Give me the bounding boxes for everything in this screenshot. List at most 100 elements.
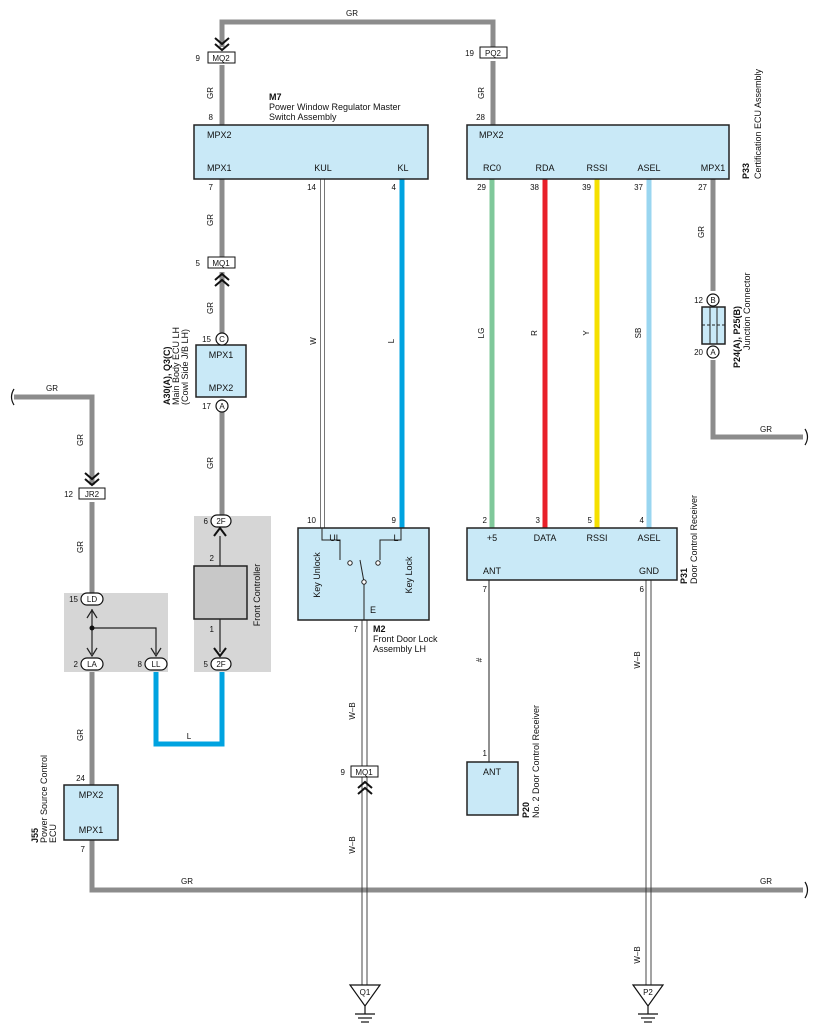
connector-pq2-label: PQ2 <box>485 49 502 58</box>
ground-q1-label: Q1 <box>360 988 371 997</box>
junction-splice-dot <box>89 625 95 631</box>
m7-pin-mpx2: 8 <box>209 113 214 122</box>
m2-key-lock: Key Lock <box>404 556 414 594</box>
wire-label-w: W <box>309 337 318 345</box>
p31-asel: ASEL <box>637 533 660 543</box>
wire-label-gr: GR <box>181 877 193 886</box>
j55-mpx1: MPX1 <box>79 825 104 835</box>
p31-pin-data: 3 <box>536 516 541 525</box>
p33-name: Certification ECU Assembly <box>753 68 763 179</box>
fc-top-pin: 6 <box>204 517 209 526</box>
m2-switch <box>321 528 402 620</box>
front-controller-box <box>193 565 248 620</box>
p33-box <box>466 124 730 180</box>
m7-pin-kl: 4 <box>392 183 397 192</box>
m7-code: M7 <box>269 92 282 102</box>
wire-label-gr: GR <box>760 425 772 434</box>
wire-label-y: Y <box>582 330 591 336</box>
wire-label-gr: GR <box>206 214 215 226</box>
a30-pin-bot: 17 <box>202 402 211 411</box>
p33-code: P33 <box>741 163 751 179</box>
p31-gnd: GND <box>639 566 660 576</box>
p20-code: P20 <box>521 802 531 818</box>
fc-top-arrow <box>213 526 227 537</box>
wire-label-gr: GR <box>697 226 706 238</box>
junction-internal <box>86 608 162 658</box>
wire-label-wb: W–B <box>633 651 642 668</box>
connector-chevrons <box>84 37 373 795</box>
p24-pin-bot-conn: A <box>710 348 716 357</box>
j55-pin-mpx2: 24 <box>76 774 85 783</box>
connector-mq1-bottom-label: MQ1 <box>355 768 373 777</box>
jb-ll: LL <box>152 660 161 669</box>
fc-top-conn: 2F <box>216 517 225 526</box>
a30-name-line2: (Cowl Side J/B LH) <box>180 329 190 405</box>
connector-mq1-pin: 5 <box>196 259 201 268</box>
wire-label-gr: GR <box>206 302 215 314</box>
connector-mq1-bottom-pin: 9 <box>341 768 346 777</box>
m2-pin-ul: 10 <box>307 516 316 525</box>
wire-label-gr: GR <box>760 877 772 886</box>
connector-jr2-label: JR2 <box>85 490 100 499</box>
junction-connector <box>701 306 726 345</box>
p31-name: Door Control Receiver <box>689 495 699 584</box>
m7-kl: KL <box>397 163 408 173</box>
wire-label-gr: GR <box>76 434 85 446</box>
jb-la: LA <box>87 660 97 669</box>
p33-pin-mpx1: 27 <box>698 183 707 192</box>
wire-label-gr: GR <box>206 457 215 469</box>
gr-wires <box>14 19 803 893</box>
p31-box <box>466 527 678 581</box>
p31-pin-p5: 2 <box>483 516 488 525</box>
m2-pin-l: 9 <box>392 516 397 525</box>
p33-mpx2: MPX2 <box>479 130 504 140</box>
p33-rc0: RC0 <box>483 163 501 173</box>
ground-q1 <box>348 984 382 1023</box>
m7-mpx2: MPX2 <box>207 130 232 140</box>
p24-pin-top-conn: B <box>710 296 715 305</box>
p20-pin-ant: 1 <box>483 749 488 758</box>
m7-pin-kul: 14 <box>307 183 316 192</box>
front-controller-name: Front Controller <box>252 564 262 627</box>
jb-ld: LD <box>87 595 97 604</box>
a30-code: A30(A), Q3(C) <box>162 346 172 405</box>
p31-ant: ANT <box>483 566 502 576</box>
wire-label-r: R <box>530 330 539 336</box>
p24-pin-top: 12 <box>694 296 703 305</box>
j55-name-line2: ECU <box>48 824 58 843</box>
connector-mq1-label: MQ1 <box>212 259 230 268</box>
connector-pq2-pin: 19 <box>465 49 474 58</box>
a30-pin-top: 15 <box>202 335 211 344</box>
wire-label-l: L <box>387 338 396 343</box>
p33-pin-rc0: 29 <box>477 183 486 192</box>
ul-contact <box>347 560 353 566</box>
p31-data: DATA <box>534 533 557 543</box>
p20-box <box>466 761 519 816</box>
common-contact <box>361 579 367 585</box>
wire-label-gr: GR <box>206 87 215 99</box>
connector-mq2-pin: 9 <box>196 54 201 63</box>
p24-code: P24(A), P25(B) <box>732 306 742 368</box>
a30-pin-top-conn: C <box>219 335 225 344</box>
fc-bot-pin: 5 <box>204 660 209 669</box>
p33-rssi: RSSI <box>586 163 607 173</box>
a30-name-line1: Main Body ECU LH <box>171 327 181 405</box>
p33-pin-rssi: 39 <box>582 183 591 192</box>
m7-name-line2: Switch Assembly <box>269 112 337 122</box>
ground-p2 <box>631 984 665 1023</box>
a30-box <box>195 344 247 398</box>
p33-pin-rda: 38 <box>530 183 539 192</box>
p31-rssi: RSSI <box>586 533 607 543</box>
wire-label-l: L <box>187 732 192 741</box>
p31-pin-gnd: 6 <box>640 585 645 594</box>
connector-jr2-pin: 12 <box>64 490 73 499</box>
wire-label-gr: GR <box>76 729 85 741</box>
m7-name-line1: Power Window Regulator Master <box>269 102 401 112</box>
wire-label-shield: # <box>475 657 484 662</box>
m2-code: M2 <box>373 624 386 634</box>
p24-pin-bot: 20 <box>694 348 703 357</box>
wire-label-gr: GR <box>477 87 486 99</box>
pin-ovals <box>80 293 720 671</box>
blue-wires <box>153 179 405 747</box>
